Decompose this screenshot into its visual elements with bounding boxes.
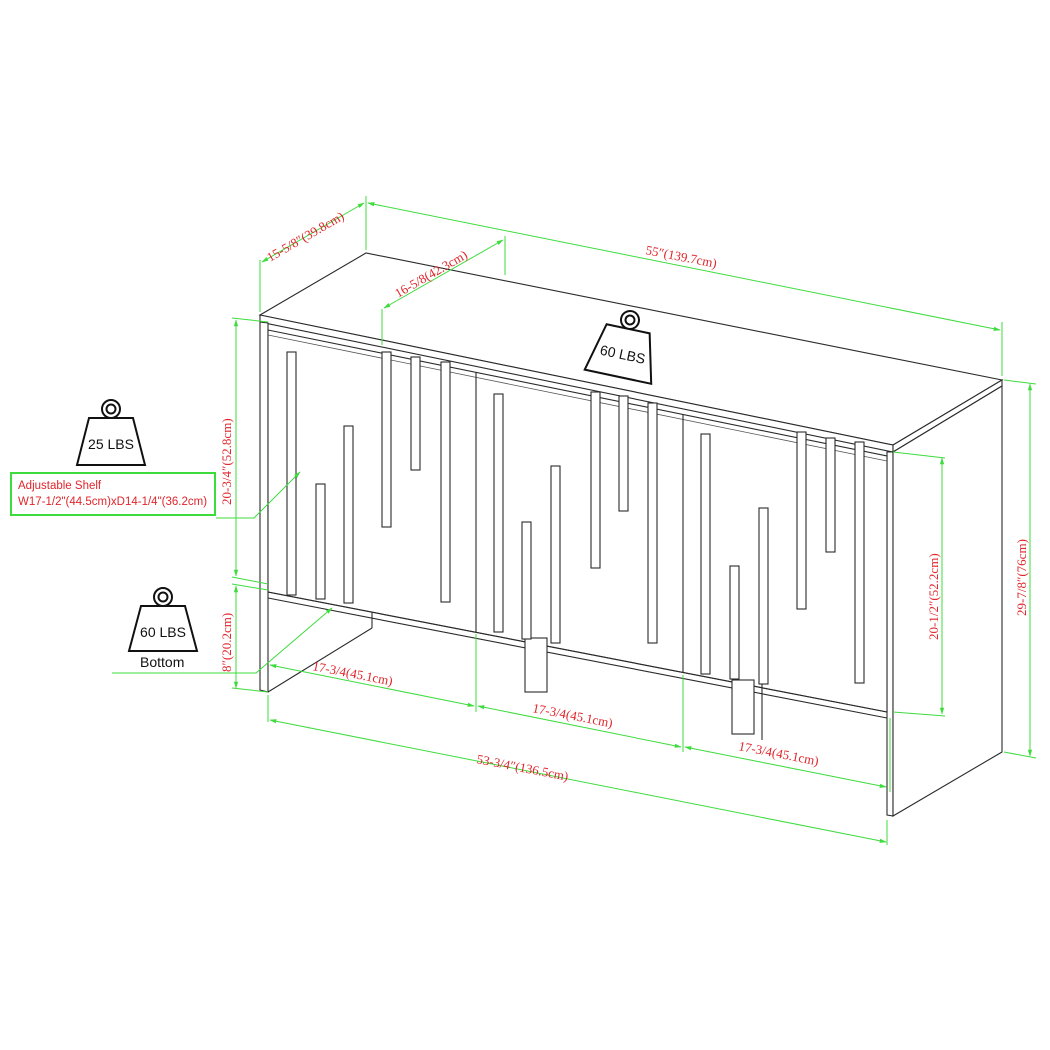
door-2-slats bbox=[493, 391, 658, 644]
center-leg-1 bbox=[524, 637, 548, 693]
lower-height-label: 8″(20.2cm) bbox=[219, 613, 234, 672]
door-3-slats bbox=[700, 431, 865, 685]
weight-icon-shelf: 25 LBS bbox=[75, 399, 147, 466]
shelf-callout-title: Adjustable Shelf bbox=[18, 480, 102, 492]
door-1-slats bbox=[286, 351, 451, 604]
overall-depth-label: 15-5/8″(39.8cm) bbox=[264, 208, 347, 264]
bottom-weight-label: 60 LBS bbox=[140, 624, 186, 640]
adjustable-shelf-callout: Adjustable Shelf W17-1/2"(44.5cm)xD14-1/… bbox=[10, 472, 216, 516]
bottom-caption: Bottom bbox=[140, 654, 185, 670]
door-height-label: 20-1/2″(52.2cm) bbox=[926, 553, 941, 640]
overall-height-label: 29-7/8″(76cm) bbox=[1014, 539, 1029, 616]
weight-icon-bottom: 60 LBS bbox=[127, 587, 199, 652]
door-width-2-label: 17-3/4(45.1cm) bbox=[531, 700, 614, 730]
left-panel-edge bbox=[259, 321, 269, 693]
door-width-3-label: 17-3/4(45.1cm) bbox=[737, 738, 820, 768]
weight-icon-top: 60 LBS bbox=[583, 310, 653, 386]
shelf-callout-spec: W17-1/2"(44.5cm)xD14-1/4"(36.2cm) bbox=[18, 496, 208, 508]
cabinet-drawing bbox=[258, 252, 1004, 817]
right-side-panel bbox=[892, 385, 1003, 817]
interior-width-label: 53-3/4″(136.5cm) bbox=[475, 751, 569, 783]
center-leg-2 bbox=[731, 679, 755, 735]
door-width-1-label: 17-3/4(45.1cm) bbox=[311, 658, 394, 688]
upper-height-label: 20-3/4″(52.8cm) bbox=[219, 418, 234, 505]
dimension-lines bbox=[112, 196, 1037, 845]
shelf-weight-label: 25 LBS bbox=[88, 436, 134, 452]
